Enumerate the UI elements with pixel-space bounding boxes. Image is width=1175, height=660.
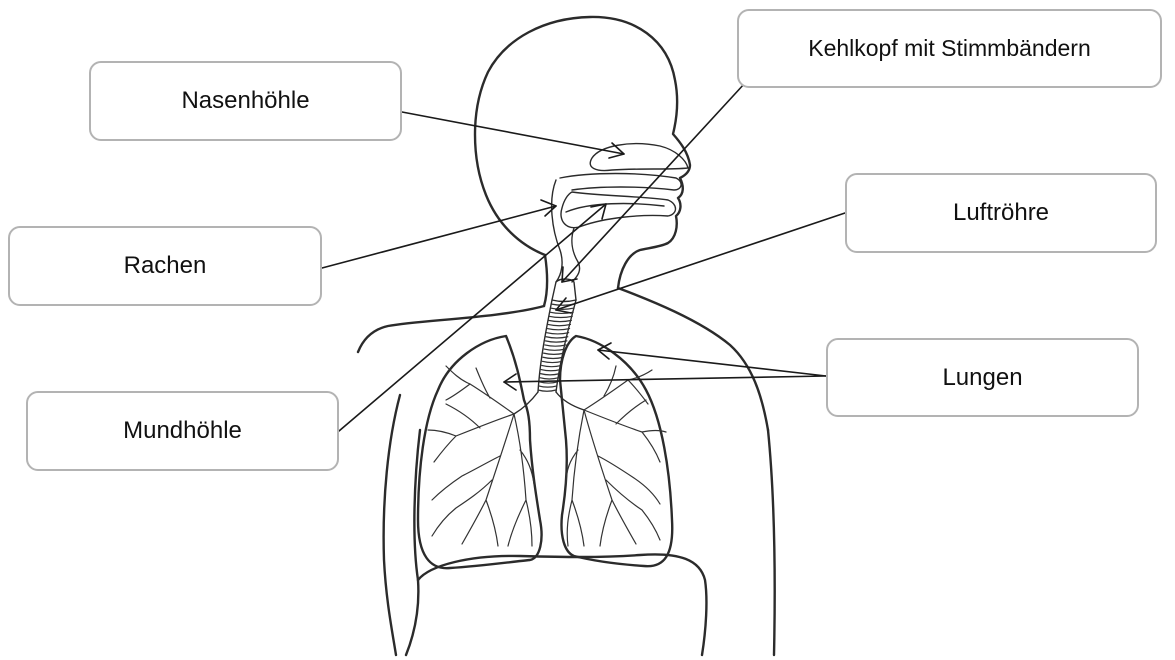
trachea-ring bbox=[541, 370, 560, 371]
label-luftroehre: Luftröhre bbox=[845, 173, 1157, 253]
pointer-kehlkopf bbox=[562, 83, 745, 282]
label-kehlkopf: Kehlkopf mit Stimmbändern bbox=[737, 9, 1162, 88]
pharynx-back-wall bbox=[552, 180, 562, 282]
trachea bbox=[538, 300, 576, 392]
diaphragm-outline bbox=[418, 554, 706, 655]
label-rachen-text: Rachen bbox=[124, 252, 207, 280]
label-lungen: Lungen bbox=[826, 338, 1139, 417]
pointer-luftroehre bbox=[556, 213, 845, 310]
bronchial-tree bbox=[428, 366, 666, 546]
label-mundhoehle-text: Mundhöhle bbox=[123, 417, 242, 445]
pointer-lines bbox=[322, 83, 845, 431]
label-luftroehre-text: Luftröhre bbox=[953, 199, 1049, 227]
right-main-bronchus bbox=[556, 392, 584, 410]
pointer-nasenhoehle bbox=[402, 112, 624, 154]
palate bbox=[560, 174, 681, 191]
label-nasenhoehle: Nasenhöhle bbox=[89, 61, 402, 141]
left-bronchus-upper bbox=[446, 366, 514, 414]
label-rachen: Rachen bbox=[8, 226, 322, 306]
trachea-ring bbox=[544, 349, 565, 350]
trachea-ring bbox=[542, 365, 562, 366]
pointer-lungen-right bbox=[598, 350, 826, 376]
label-mundhoehle: Mundhöhle bbox=[26, 391, 339, 471]
tongue bbox=[566, 204, 664, 212]
trachea-ring bbox=[549, 316, 572, 317]
head-outline bbox=[475, 17, 690, 288]
right-bronchus-upper bbox=[584, 366, 652, 410]
lower-torso-outline bbox=[406, 580, 418, 655]
trachea-ring bbox=[540, 374, 559, 375]
trachea-ring bbox=[539, 386, 557, 387]
trachea-ring bbox=[543, 357, 563, 358]
right-arm-outline bbox=[768, 430, 775, 655]
trachea-ring bbox=[542, 361, 562, 362]
label-nasenhoehle-text: Nasenhöhle bbox=[181, 87, 309, 115]
trachea-ring bbox=[540, 378, 559, 379]
right-shoulder-outline bbox=[618, 288, 768, 430]
trachea-ring bbox=[547, 329, 569, 330]
left-arm-outline bbox=[384, 395, 400, 655]
trachea-ring bbox=[549, 320, 572, 321]
trachea-ring bbox=[547, 333, 569, 334]
label-lungen-text: Lungen bbox=[942, 364, 1022, 392]
left-lung-outline bbox=[418, 336, 542, 568]
trachea-ring bbox=[548, 324, 571, 325]
trachea-ring bbox=[538, 390, 556, 391]
right-bronchus-medial bbox=[566, 410, 584, 546]
trachea-ring bbox=[544, 353, 565, 354]
left-shoulder-outline bbox=[358, 306, 544, 352]
nasal-cavity bbox=[590, 144, 688, 171]
oral-cavity bbox=[561, 192, 676, 228]
trachea-ring bbox=[545, 345, 566, 346]
pointer-rachen bbox=[322, 206, 556, 268]
pharynx-front-wall bbox=[572, 228, 580, 282]
trachea-ring bbox=[546, 337, 568, 338]
neck-back-outline bbox=[544, 255, 547, 306]
label-kehlkopf-text: Kehlkopf mit Stimmbändern bbox=[808, 35, 1091, 62]
trachea-ring bbox=[545, 341, 566, 342]
left-bronchus-lower bbox=[432, 414, 514, 546]
